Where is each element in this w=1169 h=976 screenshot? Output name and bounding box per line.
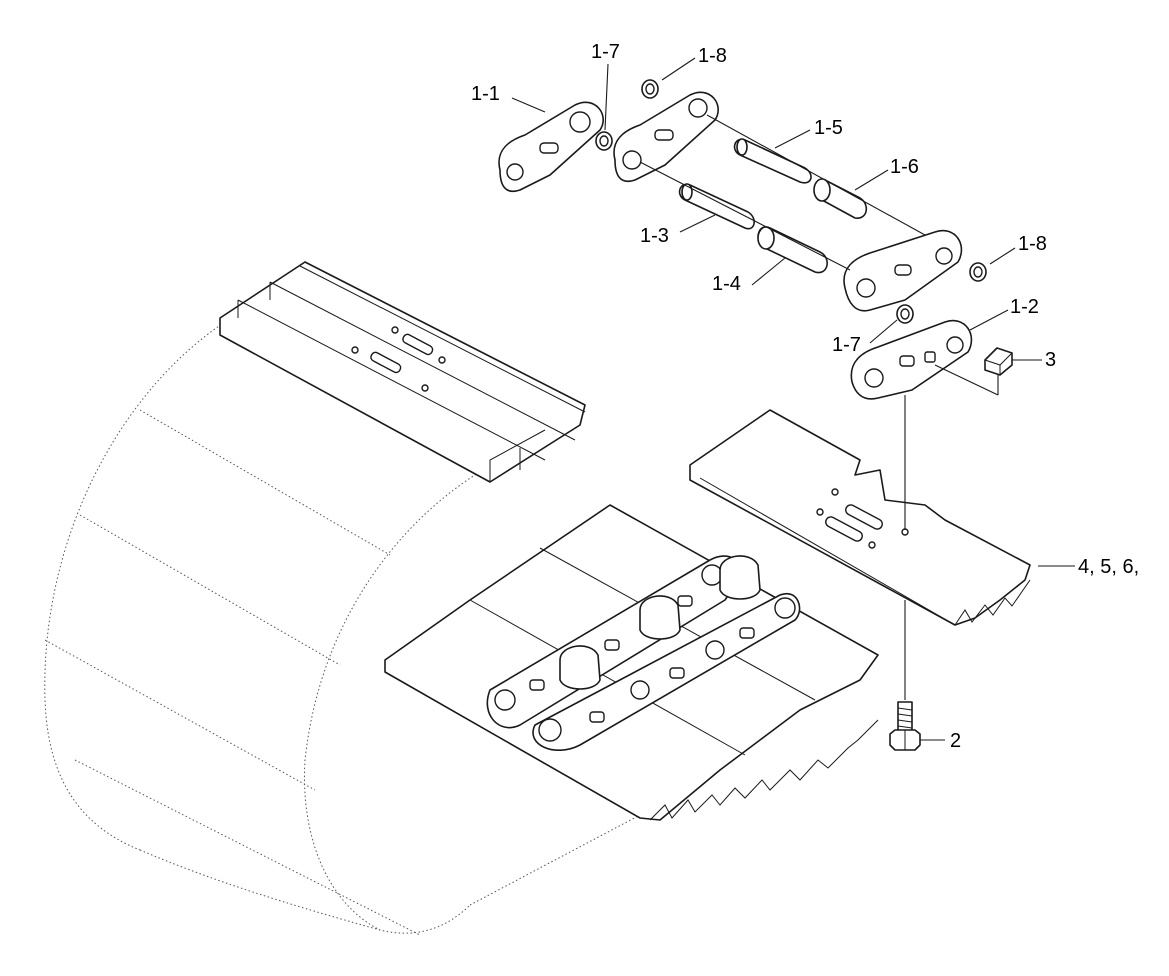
callout-1-8-top: 1-8: [698, 45, 727, 67]
callout-1-1: 1-1: [471, 83, 500, 105]
callout-1-2: 1-2: [1010, 296, 1039, 318]
callout-1-8-right: 1-8: [1018, 233, 1047, 255]
link-part-1-1: [498, 101, 604, 192]
callout-4-5-6: 4, 5, 6,: [1078, 556, 1139, 578]
leader-lines: [511, 57, 1075, 741]
track-shoe-upper: [219, 261, 586, 483]
assembled-link-chain: [486, 555, 801, 751]
link-part-middle: [843, 229, 963, 312]
bushing-part-1-4: [757, 226, 828, 274]
link-part-1-2: [850, 319, 973, 400]
pin-part-1-3: [678, 183, 755, 230]
callout-1-7-mid: 1-7: [832, 334, 861, 356]
callout-1-4: 1-4: [712, 273, 741, 295]
seal-part-1-8-right-inner: [973, 266, 983, 278]
track-loop-outline: [44, 319, 641, 936]
callout-1-5: 1-5: [814, 117, 843, 139]
nut-part-3: [984, 347, 1013, 376]
callout-1-7-top: 1-7: [591, 41, 620, 63]
pin-part-1-5: [733, 138, 812, 184]
track-shoe-lower: [384, 504, 879, 821]
callout-3: 3: [1045, 349, 1056, 371]
seal-part-1-7-mid-inner: [900, 308, 910, 320]
callout-2: 2: [950, 730, 961, 752]
seal-part-1-7-top-inner: [599, 135, 609, 147]
callout-1-3: 1-3: [640, 225, 669, 247]
link-part-front: [613, 91, 719, 182]
bushing-part-1-6: [813, 178, 868, 219]
seal-part-1-8-top-inner: [645, 83, 655, 95]
bolt-part-2: [889, 701, 921, 751]
callout-1-6: 1-6: [890, 156, 919, 178]
